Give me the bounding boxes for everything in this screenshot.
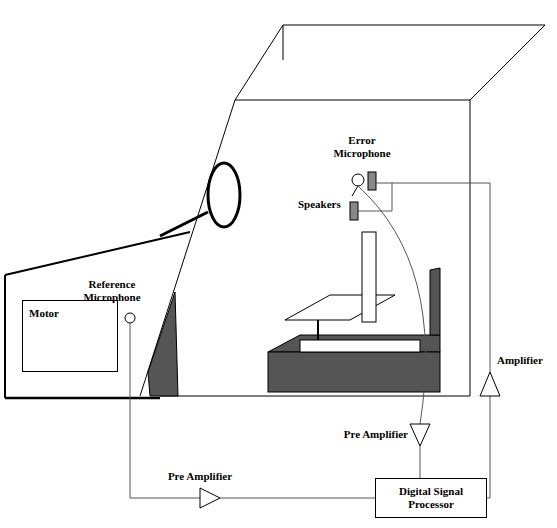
- wire: [420, 446, 421, 478]
- seat-base-front: [268, 352, 440, 392]
- hood-line: [5, 232, 190, 275]
- seat-cushion: [285, 295, 395, 320]
- part-label: Pre Amplifier: [160, 470, 240, 483]
- wiper-arm: [160, 212, 208, 236]
- windshield-edge: [140, 100, 235, 396]
- microphone-stand: [352, 186, 358, 196]
- seat-base-top: [268, 335, 440, 352]
- part-label: Speakers: [298, 198, 348, 211]
- speaker-symbol: [368, 172, 376, 190]
- speaker-wire: [358, 183, 392, 211]
- seat-platform: [300, 340, 420, 352]
- speaker-symbol: [350, 202, 358, 220]
- motor-box: Motor: [22, 300, 118, 372]
- part-label: Error Microphone: [322, 134, 402, 159]
- cabin-wall-edge: [470, 100, 471, 396]
- wire: [220, 498, 375, 499]
- microphone-symbol: [125, 313, 135, 323]
- microphone-symbol: [352, 174, 364, 186]
- cabin-roof: [235, 25, 545, 100]
- window-ellipse: [208, 163, 240, 227]
- front-line: [4, 275, 6, 398]
- amplifier-symbol: [480, 372, 500, 396]
- shaded-panel: [148, 292, 178, 396]
- seat-post: [317, 320, 319, 340]
- wire: [487, 396, 490, 498]
- preamp-symbol: [410, 424, 430, 446]
- part-label: Pre Amplifier: [334, 428, 408, 441]
- processor-box: Digital Signal Processor: [375, 478, 487, 518]
- seat-back: [362, 232, 376, 322]
- ground-line: [5, 397, 160, 400]
- speaker-wire: [376, 183, 490, 372]
- part-label: Reference Microphone: [70, 278, 154, 303]
- error-mic-wire: [358, 186, 426, 424]
- seat-side: [430, 268, 440, 335]
- part-label: Amplifier: [497, 354, 553, 367]
- node-text: Motor: [29, 307, 111, 320]
- cabin-back-edge: [283, 25, 284, 60]
- preamp-symbol: [200, 488, 220, 508]
- node-text: Digital Signal Processor: [380, 485, 482, 510]
